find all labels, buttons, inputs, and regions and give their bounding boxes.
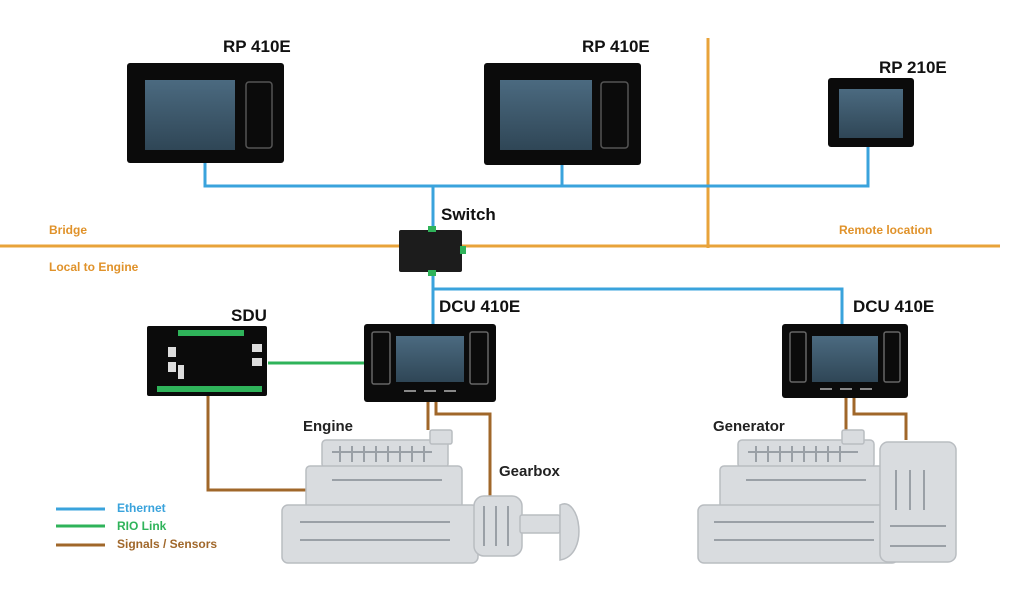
generator-label: Generator	[713, 418, 785, 435]
switch-label: Switch	[441, 205, 496, 224]
ethernet-top-bus	[203, 147, 870, 188]
engine-illustration	[281, 429, 580, 564]
legend-swatches	[56, 507, 105, 547]
rp410e-label-2: RP 410E	[582, 37, 650, 56]
rp410e-panel-1	[127, 63, 284, 163]
dcu410e-label-2: DCU 410E	[853, 297, 935, 316]
gearbox-label: Gearbox	[499, 463, 560, 480]
signal-lines	[206, 396, 908, 505]
rp210e-panel	[828, 78, 914, 147]
zone-local-label: Local to Engine	[49, 260, 139, 274]
sdu-unit	[147, 326, 267, 396]
signal-dcu2-generator-b	[852, 398, 908, 440]
dcu410e-panel-2	[782, 324, 908, 398]
legend-rio-label: RIO Link	[117, 519, 167, 533]
legend-signals-label: Signals / Sensors	[117, 537, 218, 551]
generator-illustration	[697, 429, 957, 564]
signal-sdu-engine	[206, 396, 310, 492]
zone-remote-label: Remote location	[839, 223, 933, 237]
zone-bridge-label: Bridge	[49, 223, 88, 237]
network-switch	[399, 226, 466, 276]
rp410e-panel-2	[484, 63, 641, 165]
ethernet-lines	[203, 147, 870, 324]
signal-dcu1-gearbox	[434, 402, 492, 505]
zone-lines	[0, 38, 1000, 248]
dcu410e-label-1: DCU 410E	[439, 297, 521, 316]
ethernet-dcu2-link	[433, 287, 844, 324]
engine-label: Engine	[303, 418, 354, 435]
rp410e-label-1: RP 410E	[223, 37, 291, 56]
legend-ethernet-label: Ethernet	[117, 501, 166, 515]
dcu410e-panel-1	[364, 324, 496, 402]
sdu-label: SDU	[231, 306, 267, 325]
rp210e-label: RP 210E	[879, 58, 947, 77]
